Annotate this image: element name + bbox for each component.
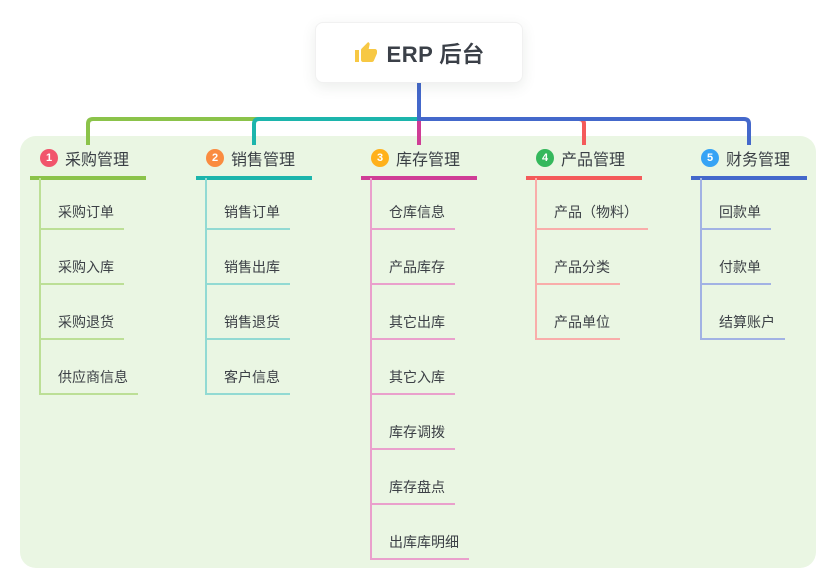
branch-label: 库存管理: [396, 152, 461, 169]
branch-number-badge: 1: [40, 149, 58, 167]
child-node[interactable]: 供应商信息: [40, 365, 138, 395]
child-node[interactable]: 采购退货: [40, 310, 124, 340]
child-node[interactable]: 采购订单: [40, 200, 124, 230]
branch-node-4[interactable]: 4 产品管理: [526, 146, 642, 180]
branch-label: 财务管理: [726, 152, 791, 169]
child-node[interactable]: 采购入库: [40, 255, 124, 285]
thumbs-up-icon: [354, 41, 378, 65]
child-connector-line: [535, 178, 537, 340]
branch-number-badge: 5: [701, 149, 719, 167]
child-node[interactable]: 出库库明细: [371, 530, 469, 560]
child-node[interactable]: 仓库信息: [371, 200, 455, 230]
child-node[interactable]: 回款单: [701, 200, 771, 230]
branch-node-1[interactable]: 1 采购管理: [30, 146, 146, 180]
child-node[interactable]: 其它入库: [371, 365, 455, 395]
branch-number-badge: 3: [371, 149, 389, 167]
branch-label: 采购管理: [65, 152, 130, 169]
child-node[interactable]: 客户信息: [206, 365, 290, 395]
child-node[interactable]: 销售出库: [206, 255, 290, 285]
root-node[interactable]: ERP 后台: [315, 22, 523, 83]
child-node[interactable]: 产品单位: [536, 310, 620, 340]
child-connector-line: [700, 178, 702, 340]
branch-label: 产品管理: [561, 152, 626, 169]
child-node[interactable]: 其它出库: [371, 310, 455, 340]
branch-node-3[interactable]: 3 库存管理: [361, 146, 477, 180]
branch-node-5[interactable]: 5 财务管理: [691, 146, 807, 180]
child-node[interactable]: 销售订单: [206, 200, 290, 230]
child-connector-line: [39, 178, 41, 395]
child-node[interactable]: 销售退货: [206, 310, 290, 340]
branch-number-badge: 2: [206, 149, 224, 167]
child-node[interactable]: 付款单: [701, 255, 771, 285]
branch-node-2[interactable]: 2 销售管理: [196, 146, 312, 180]
child-node[interactable]: 库存盘点: [371, 475, 455, 505]
child-node[interactable]: 库存调拨: [371, 420, 455, 450]
child-node[interactable]: 结算账户: [701, 310, 785, 340]
child-node[interactable]: 产品（物料）: [536, 200, 648, 230]
branch-label: 销售管理: [231, 152, 296, 169]
child-connector-line: [205, 178, 207, 395]
child-connector-line: [370, 178, 372, 560]
mindmap-canvas: [20, 136, 816, 568]
child-node[interactable]: 产品分类: [536, 255, 620, 285]
branch-number-badge: 4: [536, 149, 554, 167]
child-node[interactable]: 产品库存: [371, 255, 455, 285]
root-label: ERP 后台: [386, 41, 485, 67]
